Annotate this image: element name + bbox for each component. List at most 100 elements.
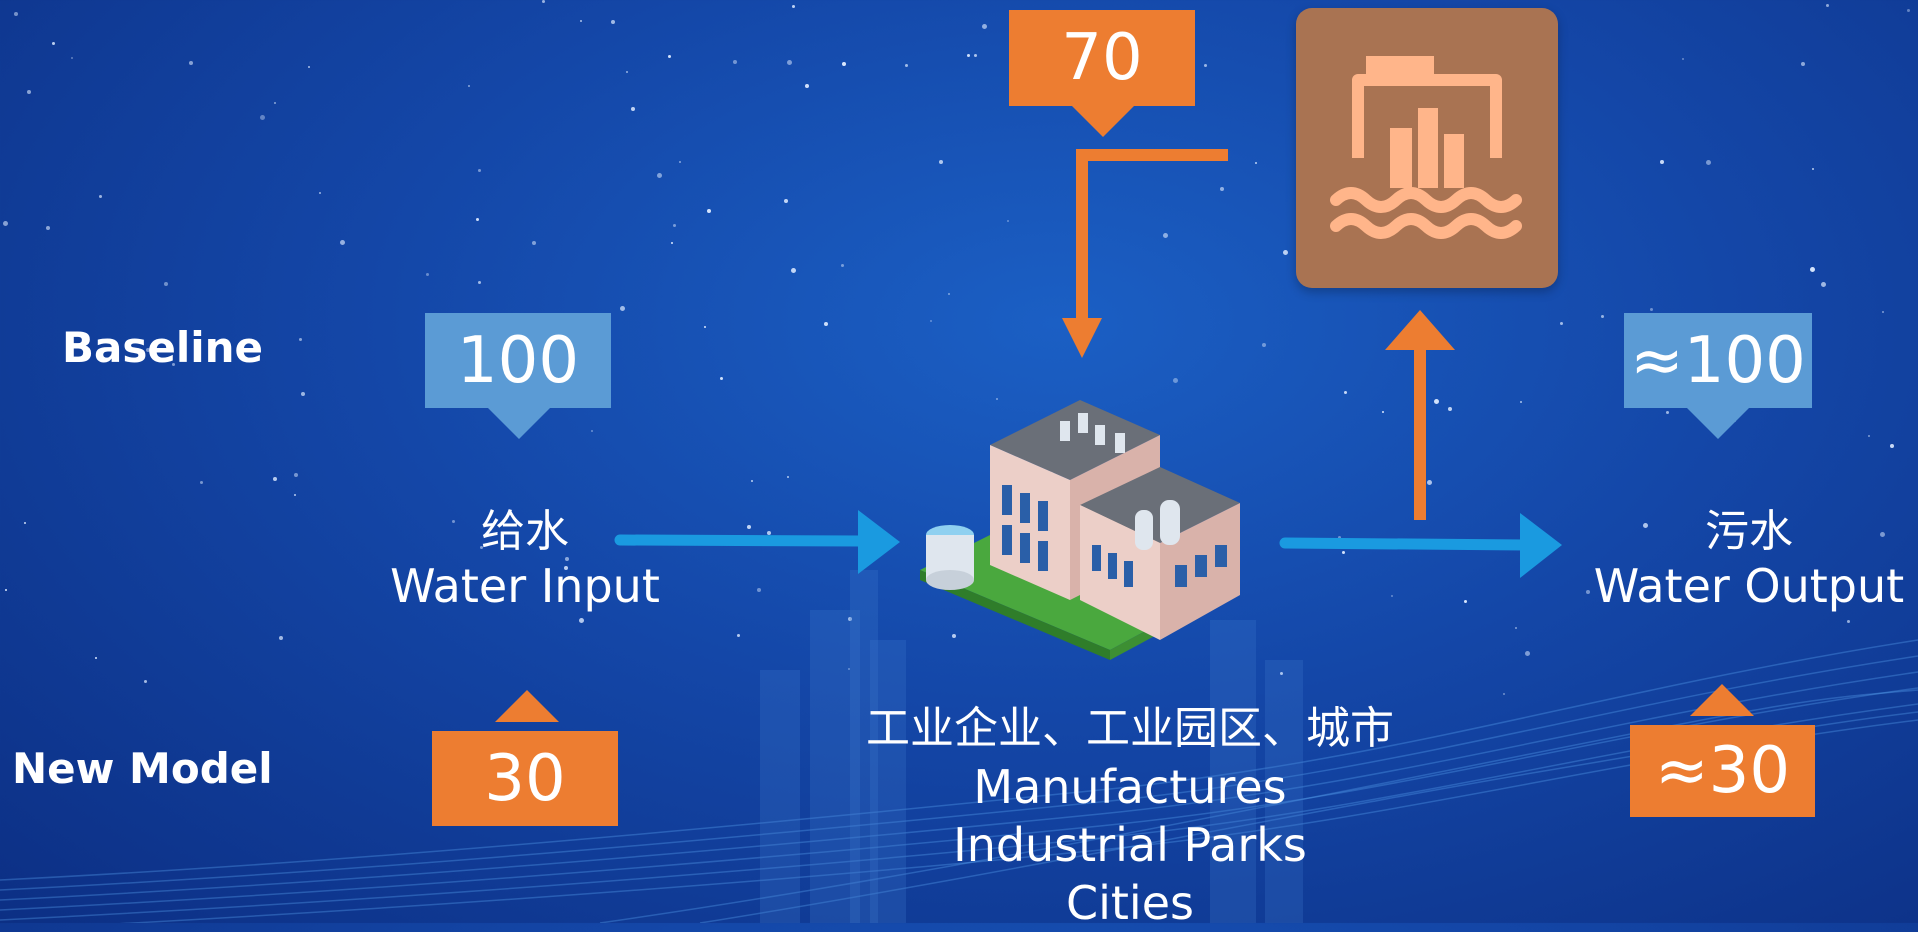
- star-dot: [1220, 187, 1224, 191]
- star-dot: [1880, 532, 1885, 537]
- star-dot: [1448, 407, 1452, 411]
- star-dot: [1761, 527, 1764, 530]
- star-dot: [1907, 9, 1910, 12]
- star-dot: [757, 588, 761, 592]
- star-dot: [579, 618, 584, 623]
- output-new-value: ≈30: [1654, 734, 1791, 808]
- star-dot: [478, 169, 481, 172]
- star-dot: [720, 377, 723, 380]
- star-dot: [1520, 401, 1522, 403]
- star-dot: [1706, 160, 1711, 165]
- star-dot: [848, 668, 850, 670]
- star-dot: [564, 566, 568, 570]
- star-dot: [620, 306, 625, 311]
- star-dot: [1882, 311, 1884, 313]
- star-dot: [95, 657, 97, 659]
- star-dot: [1847, 620, 1850, 623]
- water-output-zh: 污水: [1705, 506, 1793, 557]
- star-dot: [1682, 58, 1684, 60]
- star-dot: [14, 12, 18, 16]
- star-dot: [542, 0, 545, 3]
- star-dot: [751, 480, 753, 482]
- star-dot: [1650, 308, 1653, 311]
- star-dot: [1868, 435, 1870, 437]
- star-dot: [1601, 315, 1604, 318]
- water-input-zh: 给水: [481, 506, 569, 557]
- factory-icon: [920, 400, 1240, 660]
- star-dot: [1586, 590, 1590, 594]
- star-dot: [3, 221, 8, 226]
- star-dot: [1338, 536, 1341, 539]
- input-new-callout: 30: [432, 731, 618, 826]
- star-dot: [792, 5, 795, 8]
- star-dot: [340, 240, 345, 245]
- to-plant-arrow: [1385, 310, 1455, 520]
- baseline-label: Baseline: [62, 323, 264, 372]
- star-dot: [99, 195, 102, 198]
- water-input-en: Water Input: [390, 559, 660, 613]
- star-dot: [1007, 220, 1009, 222]
- star-dot: [274, 102, 276, 104]
- star-dot: [1821, 282, 1826, 287]
- star-dot: [1560, 322, 1563, 325]
- star-dot: [747, 525, 751, 529]
- star-dot: [144, 680, 147, 683]
- star-dot: [1666, 411, 1669, 414]
- star-dot: [565, 557, 569, 561]
- star-dot: [673, 224, 676, 227]
- star-dot: [611, 20, 615, 24]
- star-dot: [273, 477, 277, 481]
- recycle-pointer: [1071, 105, 1135, 137]
- star-dot: [930, 320, 932, 322]
- center-node-line-1: Manufactures: [973, 760, 1287, 814]
- star-dot: [1204, 64, 1207, 67]
- star-dot: [996, 398, 998, 400]
- star-dot: [426, 273, 429, 276]
- star-dot: [1163, 233, 1168, 238]
- output-baseline-callout: ≈100: [1624, 313, 1812, 408]
- water-output-en: Water Output: [1593, 559, 1905, 613]
- star-dot: [948, 293, 950, 295]
- star-dot: [164, 282, 168, 286]
- star-dot: [1660, 160, 1664, 164]
- star-dot: [591, 430, 593, 432]
- star-dot: [172, 363, 175, 366]
- star-dot: [71, 57, 73, 59]
- star-dot: [200, 481, 203, 484]
- star-dot: [679, 161, 681, 163]
- star-dot: [631, 107, 635, 111]
- input-baseline-pointer: [487, 407, 551, 439]
- water-treatment-plant-tile: [1296, 8, 1558, 288]
- star-dot: [805, 84, 809, 88]
- star-dot: [1283, 250, 1288, 255]
- star-dot: [468, 85, 470, 87]
- star-dot: [1262, 343, 1266, 347]
- star-dot: [824, 322, 828, 326]
- star-dot: [905, 64, 908, 67]
- star-dot: [1382, 411, 1384, 413]
- star-dot: [952, 634, 956, 638]
- star-dot: [24, 522, 26, 524]
- star-dot: [1280, 672, 1283, 675]
- star-dot: [1525, 651, 1530, 656]
- star-dot: [1810, 267, 1815, 272]
- water-input-node: 给水 Water Input: [370, 505, 680, 613]
- star-dot: [27, 90, 31, 94]
- star-dot: [787, 60, 792, 65]
- star-dot: [707, 209, 711, 213]
- output-flow-arrow: [1279, 513, 1562, 578]
- output-baseline-pointer: [1686, 407, 1750, 439]
- input-baseline-callout: 100: [425, 313, 611, 408]
- star-dot: [841, 264, 844, 267]
- center-node-text: 工业企业、工业园区、城市 Manufactures Industrial Par…: [820, 700, 1440, 932]
- input-new-pointer: [495, 690, 559, 722]
- star-dot: [294, 494, 296, 496]
- star-dot: [480, 546, 483, 549]
- star-dot: [1812, 168, 1814, 170]
- recycle-value: 70: [1061, 21, 1143, 95]
- star-dot: [260, 115, 265, 120]
- center-node-line-2: Industrial Parks: [953, 818, 1307, 872]
- star-dot: [189, 61, 193, 65]
- star-dot: [967, 54, 970, 57]
